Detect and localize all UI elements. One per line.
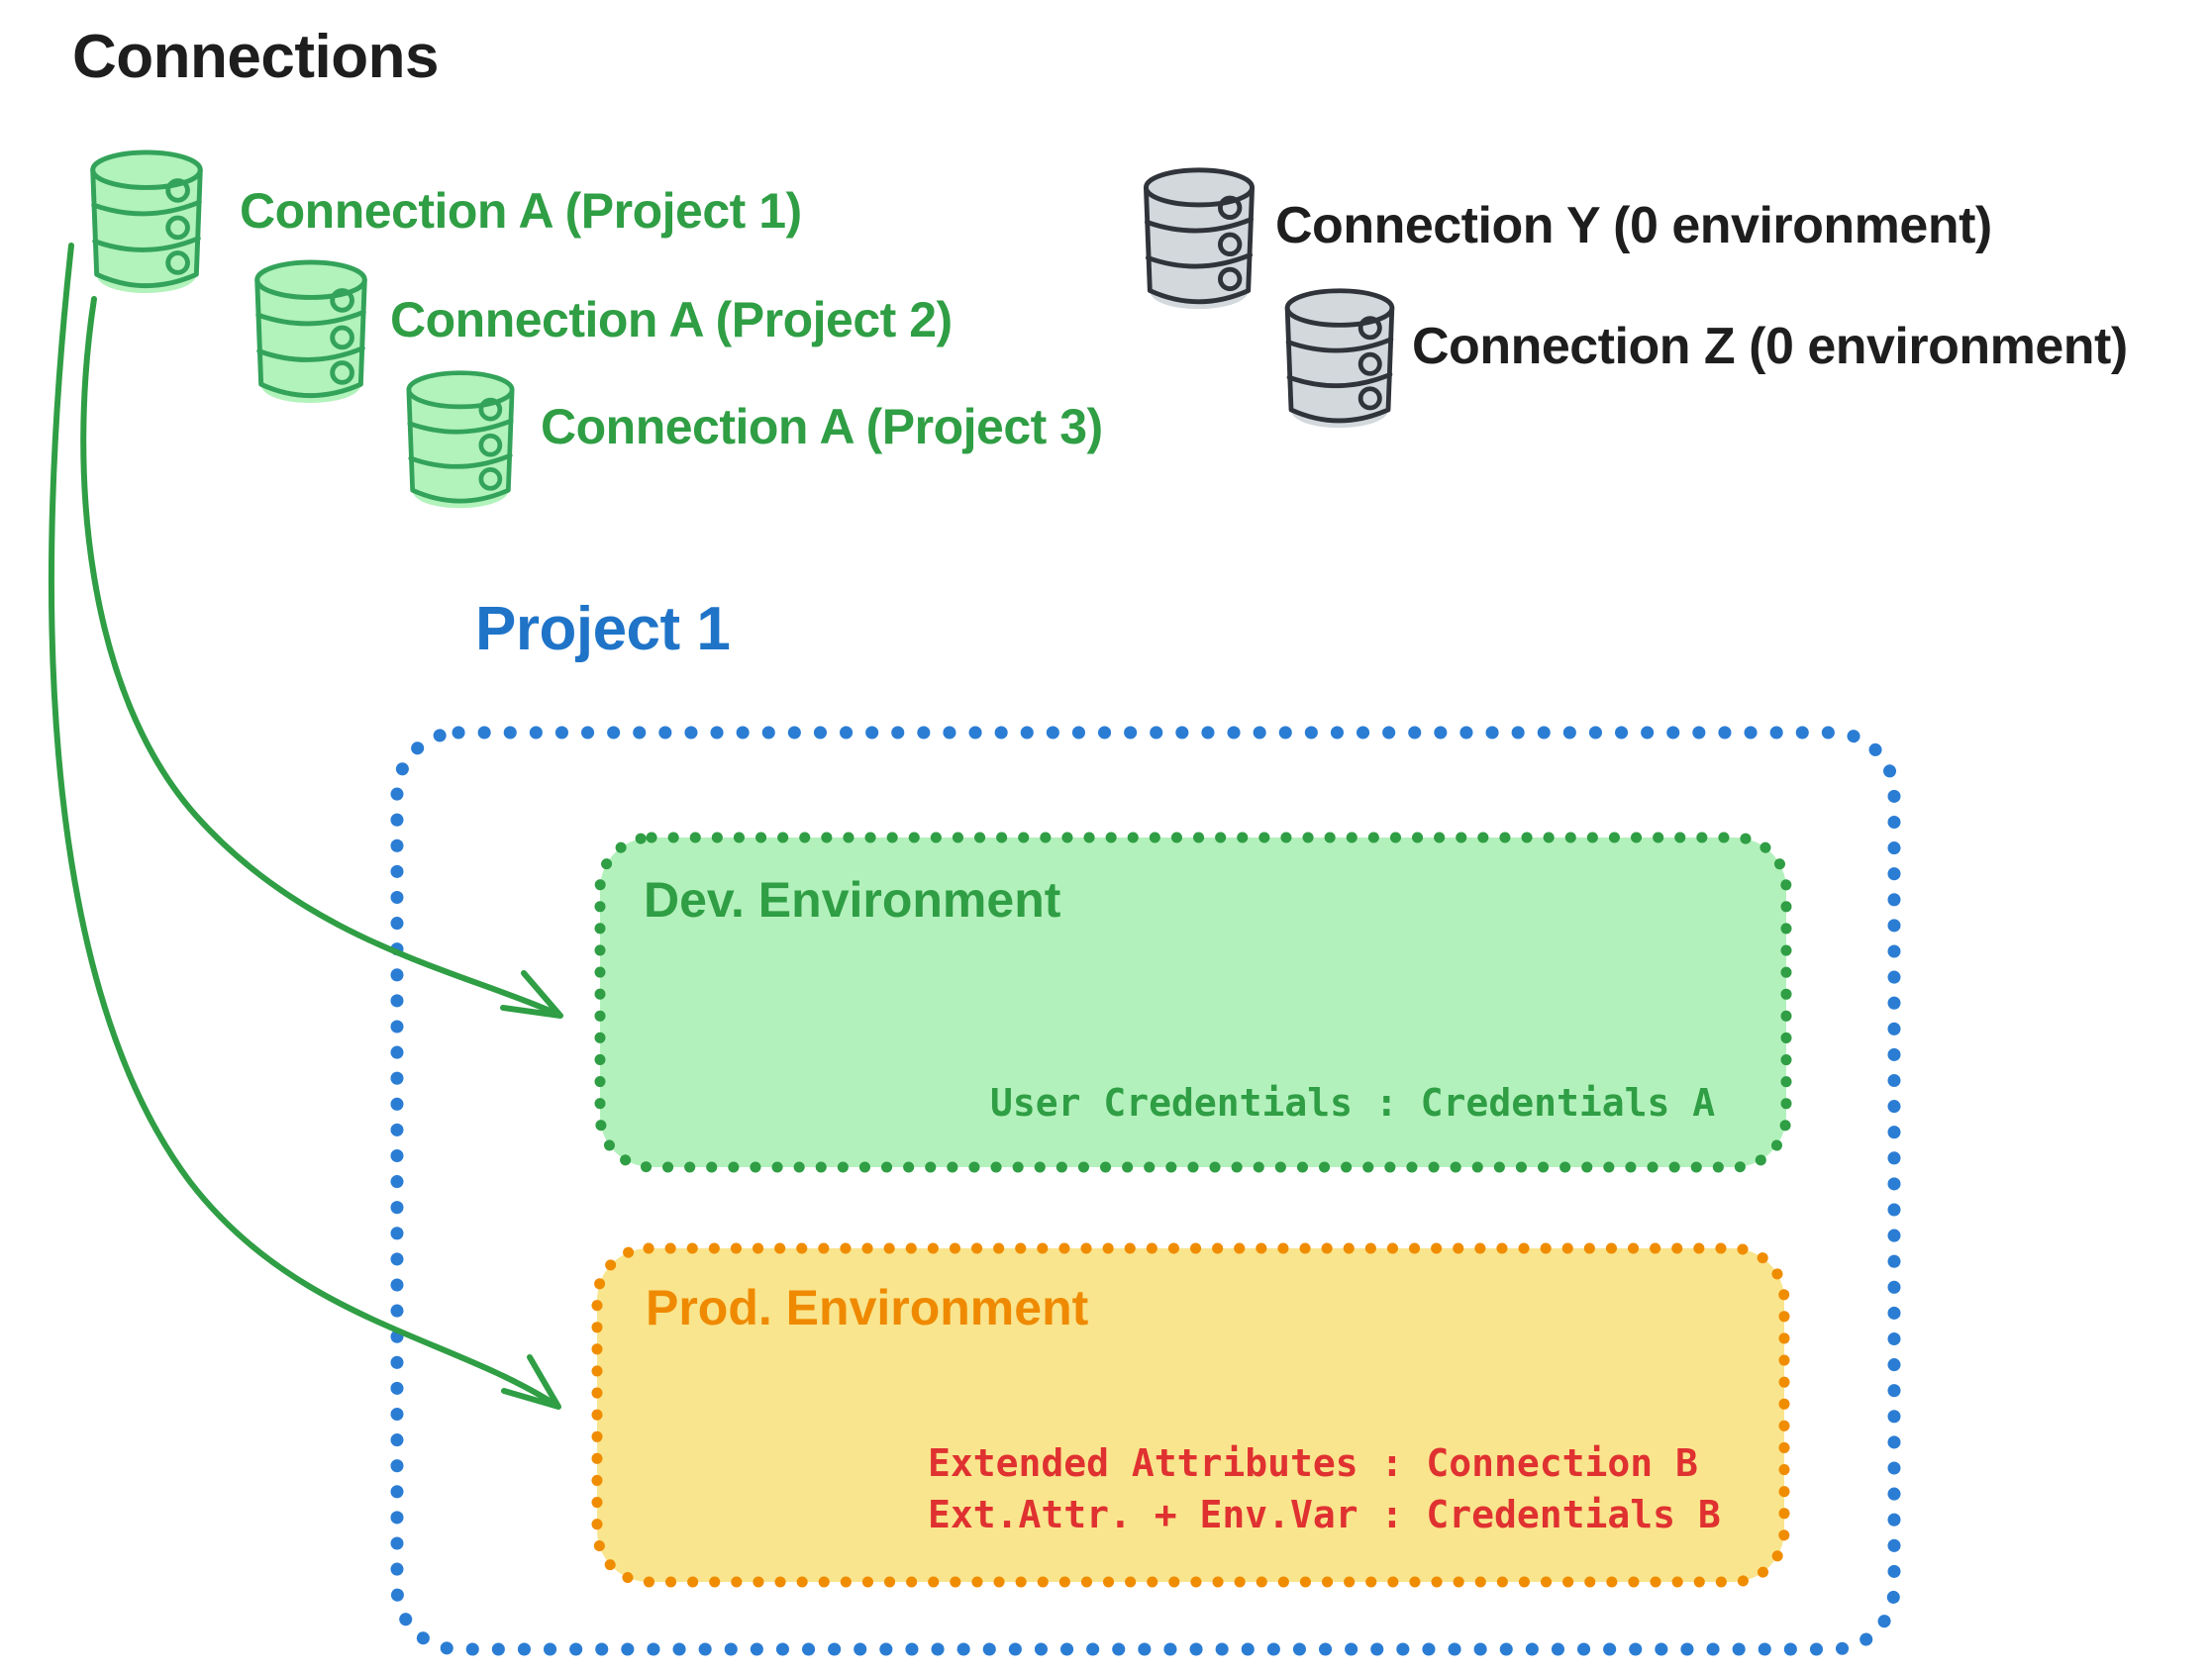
- dev-environment-credentials-text: User Credentials : Credentials A: [990, 1081, 1716, 1125]
- connection-a-project-3-label: Connection A (Project 3): [541, 399, 1103, 454]
- project-1-title: Project 1: [475, 595, 731, 663]
- prod-environment-box: [591, 1242, 1790, 1588]
- database-icon-connection-z: [1287, 289, 1392, 429]
- connection-a-project-2-label: Connection A (Project 2): [390, 292, 953, 347]
- connection-y-label: Connection Y (0 environment): [1275, 197, 1992, 254]
- dev-environment-title: Dev. Environment: [644, 872, 1061, 928]
- prod-environment-env-var-text: Ext.Attr. + Env.Var : Credentials B: [928, 1493, 1721, 1536]
- database-icon-connection-y: [1146, 168, 1253, 310]
- database-icon-connection-a-project-3: [408, 371, 513, 509]
- connection-a-project-1-label: Connection A (Project 1): [240, 183, 802, 239]
- dev-environment-box: [594, 832, 1792, 1173]
- arrow-connection-a-to-prod-environment: [49, 243, 561, 1410]
- connection-z-label: Connection Z (0 environment): [1412, 318, 2128, 375]
- database-icon-connection-a-project-2: [256, 260, 365, 404]
- project-1-container: [390, 726, 1901, 1656]
- connections-title: Connections: [72, 23, 439, 91]
- database-icon-connection-a-project-1: [92, 150, 201, 294]
- prod-environment-extended-attributes-text: Extended Attributes : Connection B: [928, 1441, 1698, 1485]
- prod-environment-title: Prod. Environment: [646, 1280, 1089, 1335]
- arrow-connection-a-to-dev-environment: [80, 296, 563, 1019]
